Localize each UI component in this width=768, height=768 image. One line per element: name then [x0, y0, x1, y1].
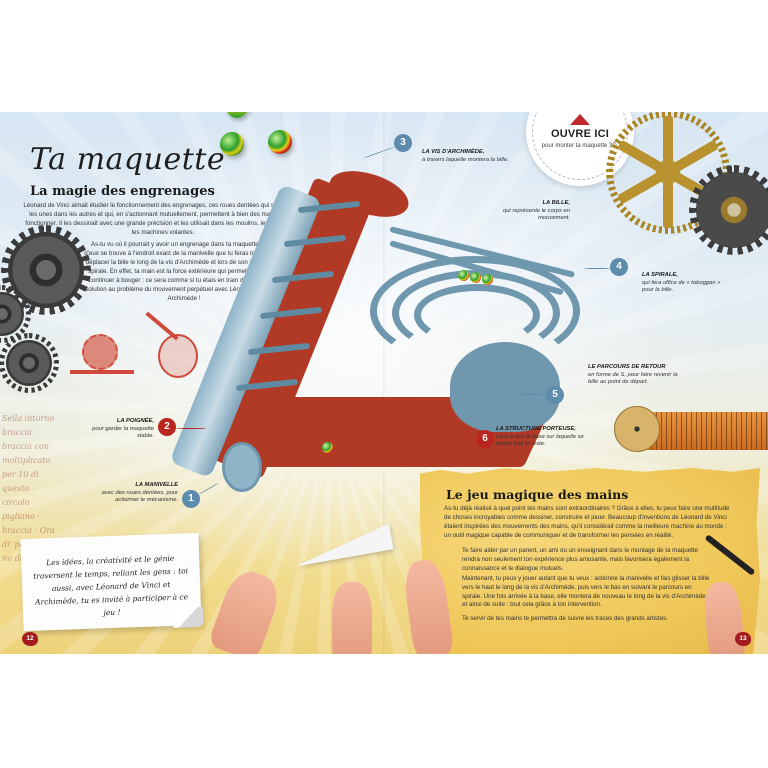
marble-icon — [220, 132, 244, 156]
crank-sketch-icon — [158, 334, 198, 378]
spiral-track — [370, 256, 580, 366]
gear-sketch-icon — [82, 334, 118, 370]
marble-run-model — [169, 152, 590, 532]
note-text: Les idées, la créativité et le génie tra… — [33, 553, 189, 618]
page-curl — [172, 606, 204, 628]
callout-number-2: 2 — [158, 418, 176, 436]
arrow-icon — [584, 268, 610, 269]
hands-paragraph: Maintenant, tu peux y jouer autant que t… — [462, 575, 710, 609]
hands-paragraph: Te servir de tes mains te permettra de s… — [462, 615, 668, 622]
triangle-up-icon — [570, 114, 590, 125]
callout-number-5: 5 — [546, 386, 564, 404]
callout-number-1: 1 — [182, 490, 200, 508]
callout-handle: La poignée, pour garder la maquette stab… — [92, 418, 154, 439]
gear-icon — [0, 333, 59, 393]
intro-paragraph: Léonard de Vinci aimait étudier le fonct… — [23, 202, 303, 236]
steel-gear-icon — [689, 165, 768, 255]
ruler-dial — [614, 406, 660, 452]
callout-support-structure: La structure porteuse, c'est-à-dire la b… — [496, 426, 584, 447]
marble-icon — [458, 270, 469, 281]
arrow-icon — [516, 394, 546, 395]
page-number-left: 12 — [22, 632, 38, 646]
page-gutter — [383, 112, 386, 654]
marble-icon — [226, 112, 248, 118]
callout-marble: La bille, qui représente le corps en mou… — [502, 200, 570, 221]
parchment-panel — [420, 468, 760, 654]
section-heading-hands: Le jeu magique des mains — [446, 487, 629, 502]
callout-spiral: La spirale, qui fera office de « tobogga… — [642, 272, 721, 293]
return-path — [450, 342, 560, 432]
gear-icon — [0, 285, 31, 343]
callout-crank: La manivelle avec des roues dentées, pou… — [101, 482, 178, 503]
hands-paragraph: As-tu déjà réalisé à quel point tes main… — [444, 505, 730, 539]
callout-archimedes-screw: La vis d'Archimède, à travers laquelle m… — [422, 149, 509, 163]
hand-image — [332, 582, 372, 654]
page-title: Ta maquette — [30, 142, 226, 177]
callout-number-4: 4 — [610, 258, 628, 276]
callout-return-path: Le parcours de retour en forme de S, pou… — [588, 364, 678, 385]
marble-icon — [268, 130, 292, 154]
callout-number-3: 3 — [394, 134, 412, 152]
arrow-icon — [176, 428, 206, 429]
callout-number-6: 6 — [476, 430, 494, 448]
paper-note: Les idées, la créativité et le génie tra… — [20, 532, 204, 632]
crank-handle — [222, 442, 262, 492]
page-number-right: 13 — [735, 632, 751, 646]
book-spread: Sella intorno braccia · braccia con molt… — [0, 112, 768, 654]
section-heading-gears: La magie des engrenages — [30, 184, 215, 199]
axle-sketch — [70, 370, 134, 374]
hands-paragraph: Te faire aider par un parent, un ami ou … — [462, 547, 698, 572]
marble-icon — [322, 442, 333, 453]
intro-paragraph: As-tu vu où il pourrait y avoir un engre… — [84, 241, 284, 302]
